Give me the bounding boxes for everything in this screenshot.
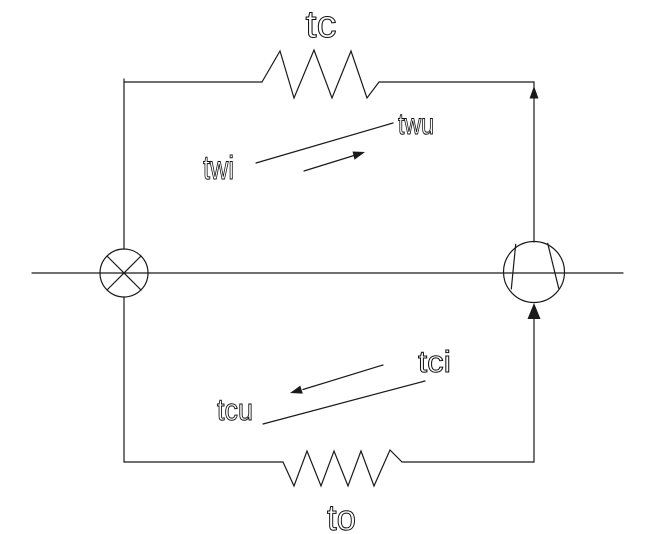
up-arrow-icon-bottom bbox=[527, 303, 541, 319]
condenser-temp-label: tc bbox=[306, 4, 337, 46]
water-inlet-label: twi bbox=[203, 149, 234, 186]
evaporator-coil bbox=[282, 448, 403, 488]
compressor-vane-right bbox=[547, 242, 560, 289]
compressor-vane-left bbox=[510, 243, 517, 290]
expansion-valve-symbol bbox=[99, 248, 149, 298]
chilled-outlet-label: tcu bbox=[217, 392, 253, 427]
left-down-arrow-icon bbox=[290, 385, 303, 394]
water-outlet-label: twu bbox=[398, 108, 434, 141]
condenser-coil bbox=[261, 48, 380, 100]
compressor-symbol bbox=[502, 240, 566, 304]
water-flow-line bbox=[255, 122, 394, 164]
labels: tc twi twu tci tcu to bbox=[203, 4, 452, 534]
water-flow-arrow-shaft bbox=[303, 154, 355, 172]
evaporator-temp-label: to bbox=[327, 497, 356, 534]
right-up-arrow-icon bbox=[352, 151, 365, 160]
chilled-flow-arrow-shaft bbox=[302, 364, 384, 391]
chilled-inlet-label: tci bbox=[418, 344, 451, 379]
chilled-flow-line bbox=[262, 380, 426, 425]
expansion-valve-cross-2 bbox=[106, 255, 142, 291]
line-work bbox=[31, 48, 624, 488]
up-arrow-icon-top bbox=[529, 86, 539, 99]
